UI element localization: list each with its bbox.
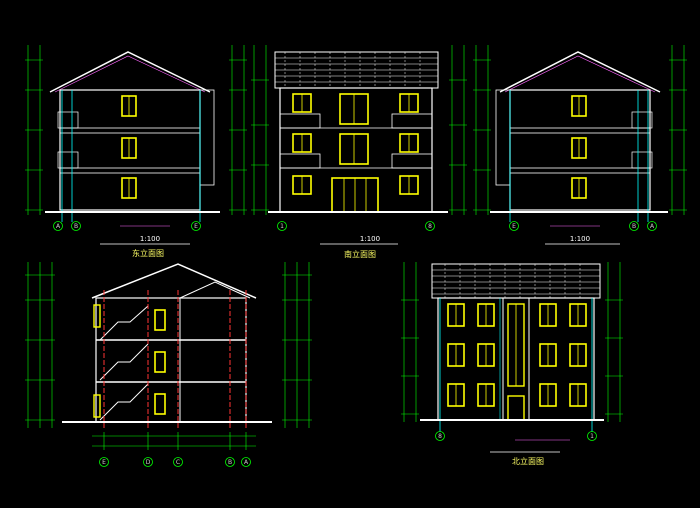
axis-bubble-label: E [102,459,106,466]
axis-bubble-label: 1 [280,223,284,230]
axis-bubble [509,221,519,231]
balcony [391,153,433,169]
axis-bubble-label: 8 [438,433,442,440]
axis-bubble-label: C [176,459,180,466]
dimension-chain-left [25,45,43,215]
view-south-elevation: 1 8 1:100 南立面图 [251,45,467,259]
axis-bubble-label: 1 [590,433,594,440]
balcony [631,151,653,169]
dimension-chain-right [449,45,467,215]
axis-bubble-label: 8 [428,223,432,230]
dimension-chain-left [25,262,55,428]
axis-bubble-label: A [244,459,249,466]
dimension-chain-left [473,45,491,215]
balcony [279,153,321,169]
balcony [631,111,653,129]
view-scale: 1:100 [360,235,380,243]
axis-bubble [191,221,201,231]
axis-bubble [647,221,657,231]
axis-bubble-label: A [56,223,61,230]
axis-bubble [277,221,287,231]
axis-bubble-label: D [146,459,151,466]
view-title: 南立面图 [344,249,376,259]
axis-bubble-label: B [74,223,78,230]
roof-gable [499,51,661,93]
axis-bubble [629,221,639,231]
axis-bubble-label: E [194,223,198,230]
view-title: 北立面图 [512,456,544,466]
roof-inner-line [54,55,206,93]
window [93,394,101,418]
roof-tile-hatch [275,52,438,88]
dimension-chain-right [282,262,312,428]
roof-inner-line [504,55,656,93]
stair-flight [99,383,149,421]
dimension-chain-right [669,45,687,215]
roof-gable [91,263,257,299]
view-east-side-elevation: E B A 1:100 [473,45,687,245]
dimension-chain-bottom [92,432,256,450]
axis-bubble [435,431,445,441]
dimension-chain-left [251,45,269,215]
view-scale: 1:100 [140,235,160,243]
roof-gable [49,51,211,93]
window [93,304,101,328]
balcony [57,111,79,129]
window [154,351,166,373]
view-west-elevation: A B E 1:100 [25,45,247,245]
axis-bubble [53,221,63,231]
axis-bubble [225,457,235,467]
stair-flight [99,305,149,341]
balcony [279,113,321,129]
view-title: 东立面图 [132,248,164,258]
window [154,393,166,415]
dimension-chain-left [401,262,419,422]
view-north-elevation: 8 1 北立面图 [401,262,623,466]
axis-bubble-label: E [512,223,516,230]
roof-dormer [179,281,251,299]
axis-bubble [425,221,435,231]
axis-bubble [71,221,81,231]
balcony [391,113,433,129]
roof-tile-hatch [432,264,600,298]
view-section: E D C B A 东立面图 [25,248,312,467]
balcony [57,151,79,169]
stair-flight [99,343,149,381]
axis-bubble [241,457,251,467]
axis-bubble [173,457,183,467]
dimension-chain-right [605,262,623,422]
dimension-chain-right [229,45,247,215]
window [154,309,166,331]
axis-bubble [143,457,153,467]
axis-bubble-label: B [632,223,636,230]
view-scale: 1:100 [570,235,590,243]
axis-bubble [587,431,597,441]
axis-bubble-label: B [228,459,232,466]
axis-bubble [99,457,109,467]
axis-bubble-label: A [650,223,655,230]
